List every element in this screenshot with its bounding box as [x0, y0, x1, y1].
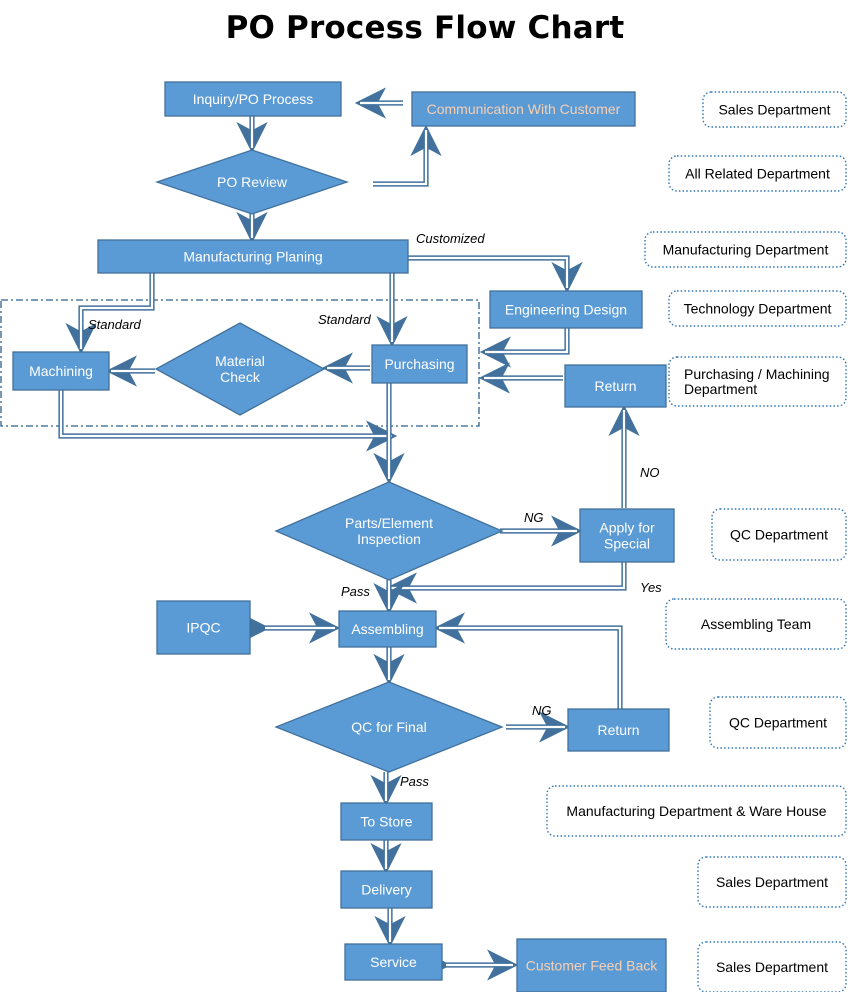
department-label: Department — [684, 381, 757, 397]
node-label-apply-special: Special — [604, 536, 650, 552]
node-ipqc: IPQC — [156, 600, 251, 655]
department-label: Assembling Team — [701, 616, 811, 632]
edge-label-pass-final: Pass — [400, 774, 429, 789]
department-dept-qc-2: QC Department — [709, 696, 847, 749]
node-label-communication: Communication With Customer — [427, 101, 621, 117]
node-label-qc-final: QC for Final — [351, 719, 426, 735]
node-return-top: Return — [564, 364, 667, 408]
node-label-apply-special: Apply for — [599, 520, 655, 536]
department-label: QC Department — [730, 527, 828, 543]
department-dept-manufacturing: Manufacturing Department — [644, 231, 847, 268]
edge-apply-to-assembling — [385, 562, 627, 604]
department-dept-manufacturing-warehouse: Manufacturing Department & Ware House — [546, 785, 847, 837]
node-po-review: PO Review — [154, 149, 350, 215]
edge-label-pass-inspection: Pass — [341, 584, 370, 599]
edge-return-to-assembling — [433, 612, 623, 709]
edge-label-ng-inspection: NG — [524, 510, 544, 525]
node-customer-feedback: Customer Feed Back — [516, 938, 667, 992]
department-dept-assembling: Assembling Team — [665, 598, 847, 650]
node-label-return-bottom: Return — [597, 722, 639, 738]
node-to-store: To Store — [340, 802, 433, 841]
node-machining: Machining — [12, 351, 110, 391]
edge-planing-to-machining — [65, 273, 155, 355]
edge-label-yes: Yes — [640, 580, 662, 595]
edge-planing-to-engineering — [408, 255, 583, 294]
node-label-engineering-design: Engineering Design — [505, 302, 627, 318]
edge-label-ng-final: NG — [532, 703, 552, 718]
chart-title: PO Process Flow Chart — [225, 10, 625, 46]
edge-label-standard-left: Standard — [88, 317, 142, 332]
node-label-manufacturing-planing: Manufacturing Planing — [183, 249, 322, 265]
node-return-bottom: Return — [567, 708, 670, 752]
node-label-purchasing: Purchasing — [384, 356, 454, 372]
department-label: Purchasing / Machining — [684, 366, 830, 382]
edge-engineering-to-purchasing — [479, 328, 570, 368]
node-label-material-check: Material — [215, 353, 265, 369]
node-label-machining: Machining — [29, 363, 93, 379]
node-label-parts-inspection: Parts/Element — [345, 515, 433, 531]
department-dept-technology: Technology Department — [668, 290, 847, 327]
node-manufacturing-planing: Manufacturing Planing — [97, 239, 409, 274]
node-delivery: Delivery — [340, 870, 433, 909]
department-label: All Related Department — [685, 166, 830, 182]
node-label-assembling: Assembling — [351, 621, 423, 637]
node-communication: Communication With Customer — [411, 91, 636, 127]
node-label-material-check: Check — [220, 369, 261, 385]
node-label-return-top: Return — [594, 378, 636, 394]
node-label-delivery: Delivery — [361, 882, 412, 898]
department-dept-sales-3: Sales Department — [697, 941, 847, 992]
node-service: Service — [344, 943, 443, 981]
node-inquiry: Inquiry/PO Process — [164, 81, 342, 117]
edge-label-no: NO — [640, 465, 660, 480]
node-label-customer-feedback: Customer Feed Back — [526, 958, 658, 974]
node-label-po-review: PO Review — [217, 174, 288, 190]
department-label: Manufacturing Department & Ware House — [566, 803, 826, 819]
edge-label-standard-right: Standard — [318, 312, 372, 327]
node-label-ipqc: IPQC — [186, 620, 220, 636]
node-label-parts-inspection: Inspection — [357, 531, 421, 547]
department-label: QC Department — [729, 715, 827, 731]
edge-review-to-communication — [373, 124, 442, 187]
node-qc-final: QC for Final — [274, 681, 504, 773]
node-label-inquiry: Inquiry/PO Process — [193, 91, 314, 107]
department-label: Sales Department — [718, 102, 830, 118]
department-label: Manufacturing Department — [663, 242, 829, 258]
department-dept-sales-2: Sales Department — [697, 856, 847, 908]
department-dept-qc-1: QC Department — [711, 508, 847, 561]
node-label-to-store: To Store — [360, 814, 412, 830]
edge-label-customized: Customized — [416, 231, 485, 246]
department-dept-sales-1: Sales Department — [702, 91, 847, 128]
node-purchasing: Purchasing — [371, 344, 468, 384]
department-dept-all-related: All Related Department — [668, 155, 847, 192]
edge-machining-merge — [58, 390, 398, 452]
department-label: Sales Department — [716, 874, 828, 890]
node-assembling: Assembling — [338, 610, 437, 648]
node-label-service: Service — [370, 954, 417, 970]
department-label: Technology Department — [684, 301, 832, 317]
node-engineering-design: Engineering Design — [489, 290, 643, 329]
department-label: Sales Department — [716, 959, 828, 975]
